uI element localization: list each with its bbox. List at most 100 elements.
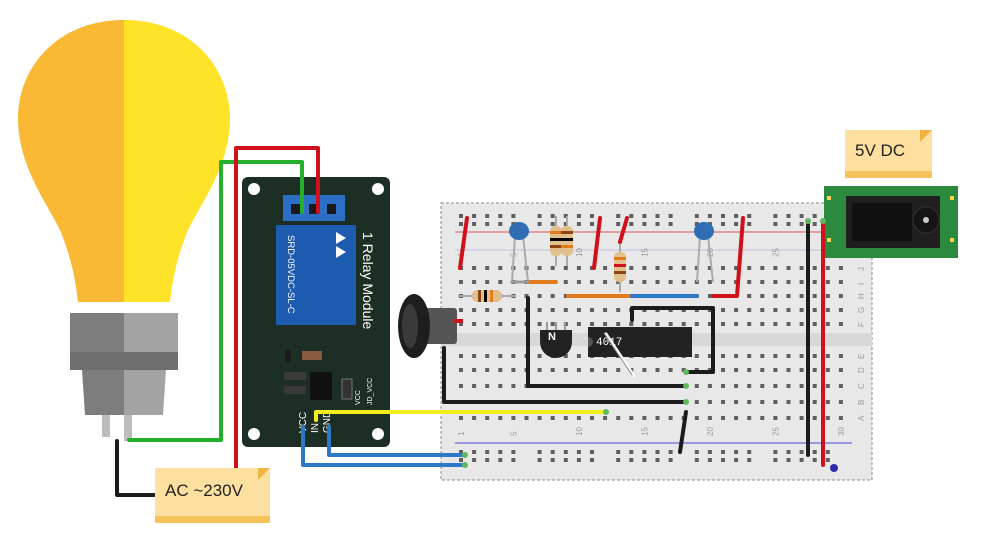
- breadboard-hole: [459, 222, 463, 226]
- breadboard-hole: [537, 416, 542, 420]
- breadboard-hole: [576, 368, 581, 372]
- breadboard-hole: [498, 214, 503, 218]
- breadboard-hole: [590, 280, 594, 284]
- breadboard-hole: [747, 458, 752, 462]
- breadboard-hole: [707, 416, 712, 420]
- breadboard-hole: [747, 384, 752, 388]
- breadboard-hole: [838, 400, 843, 404]
- breadboard-hole: [629, 214, 634, 218]
- breadboard-hole: [760, 280, 765, 284]
- breadboard-hole: [498, 266, 503, 270]
- breadboard-hole: [550, 450, 555, 454]
- breadboard-hole: [812, 308, 817, 312]
- breadboard-hole: [825, 384, 830, 388]
- breadboard-hole: [681, 280, 686, 284]
- breadboard-hole: [472, 384, 477, 388]
- breadboard-hole: [786, 450, 791, 454]
- wire-red-top-3: [618, 216, 629, 244]
- breadboard-hole: [563, 450, 568, 454]
- breadboard-hole: [655, 322, 660, 326]
- bulb-glass-left: [18, 20, 124, 302]
- breadboard-hole: [537, 266, 542, 270]
- breadboard-hole: [773, 416, 778, 420]
- breadboard-hole: [812, 266, 817, 270]
- relay-module: SRD-05VDC-SL-C 1 Relay Module VCC JD_VCC…: [242, 177, 390, 447]
- breadboard-hole: [773, 280, 778, 284]
- breadboard-hole: [576, 458, 581, 462]
- breadboard-hole: [707, 450, 712, 454]
- breadboard-hole: [603, 416, 608, 420]
- breadboard-hole: [537, 322, 542, 326]
- wire-black-ic-loop: [630, 306, 715, 374]
- breadboard-hole: [498, 280, 503, 284]
- breadboard-hole: [760, 294, 765, 298]
- breadboard-hole: [799, 308, 804, 312]
- breadboard-hole: [472, 416, 477, 420]
- wire-blue-gnd: [327, 425, 467, 457]
- breadboard-hole: [472, 214, 477, 218]
- breadboard-hole: [760, 384, 765, 388]
- breadboard-hole: [550, 416, 555, 420]
- note-5v-dc-text: 5V DC: [855, 141, 906, 160]
- breadboard-hole: [734, 368, 739, 372]
- breadboard-hole: [734, 222, 739, 226]
- breadboard-hole: [747, 280, 752, 284]
- wire-blue-vcc: [301, 425, 467, 467]
- breadboard-hole: [786, 308, 791, 312]
- wire-black-transistor: [526, 296, 688, 388]
- jumper-block: [341, 378, 353, 400]
- breadboard-hole: [563, 214, 568, 218]
- breadboard-row-letter: A: [857, 415, 866, 421]
- breadboard-hole: [760, 266, 765, 270]
- breadboard-row-letter: B: [857, 400, 866, 405]
- breadboard-hole: [603, 322, 608, 326]
- breadboard-hole: [655, 416, 660, 420]
- breadboard-hole: [459, 354, 463, 358]
- breadboard-hole: [485, 266, 490, 270]
- jumper-label-vcc: VCC: [355, 390, 362, 405]
- breadboard-hole: [668, 322, 673, 326]
- breadboard-column-number: 10: [575, 248, 584, 257]
- breadboard-hole: [799, 294, 804, 298]
- breadboard-hole: [799, 450, 804, 454]
- breadboard-column-number: 30: [837, 427, 846, 436]
- breadboard-hole: [485, 384, 490, 388]
- breadboard-hole: [681, 266, 686, 270]
- breadboard-hole: [576, 214, 581, 218]
- breadboard-hole: [734, 416, 739, 420]
- breadboard-hole: [655, 450, 660, 454]
- breadboard-hole: [694, 266, 699, 270]
- breadboard-hole: [537, 294, 542, 298]
- breadboard-hole: [825, 416, 830, 420]
- breadboard-column-number: 25: [771, 248, 780, 257]
- breadboard-hole: [485, 222, 490, 226]
- breadboard-hole: [786, 322, 791, 326]
- breadboard-hole: [734, 458, 739, 462]
- breadboard-hole: [472, 368, 477, 372]
- wire-black-bottom-short: [678, 410, 688, 454]
- wires: [115, 146, 825, 497]
- breadboard-hole: [694, 322, 699, 326]
- breadboard-hole: [721, 266, 725, 270]
- breadboard-hole: [655, 368, 660, 372]
- transistor-chip: [310, 372, 332, 400]
- breadboard-hole: [838, 294, 843, 298]
- breadboard-hole: [838, 280, 843, 284]
- breadboard-hole: [459, 416, 463, 420]
- breadboard-hole: [511, 416, 516, 420]
- breadboard-hole: [668, 458, 673, 462]
- relay-part-number: SRD-05VDC-SL-C: [285, 235, 296, 314]
- breadboard-hole: [616, 416, 621, 420]
- breadboard-hole: [694, 222, 699, 226]
- breadboard-hole: [799, 384, 804, 388]
- breadboard-hole: [655, 222, 660, 226]
- note-fold: [258, 468, 270, 480]
- breadboard-hole: [694, 384, 699, 388]
- breadboard-hole: [550, 222, 555, 226]
- smd-resistor: [302, 351, 322, 360]
- breadboard-hole: [825, 354, 830, 358]
- breadboard-hole: [734, 384, 739, 388]
- breadboard-hole: [629, 266, 634, 270]
- note-foot: [845, 171, 932, 178]
- breadboard-row-letter: F: [857, 322, 866, 327]
